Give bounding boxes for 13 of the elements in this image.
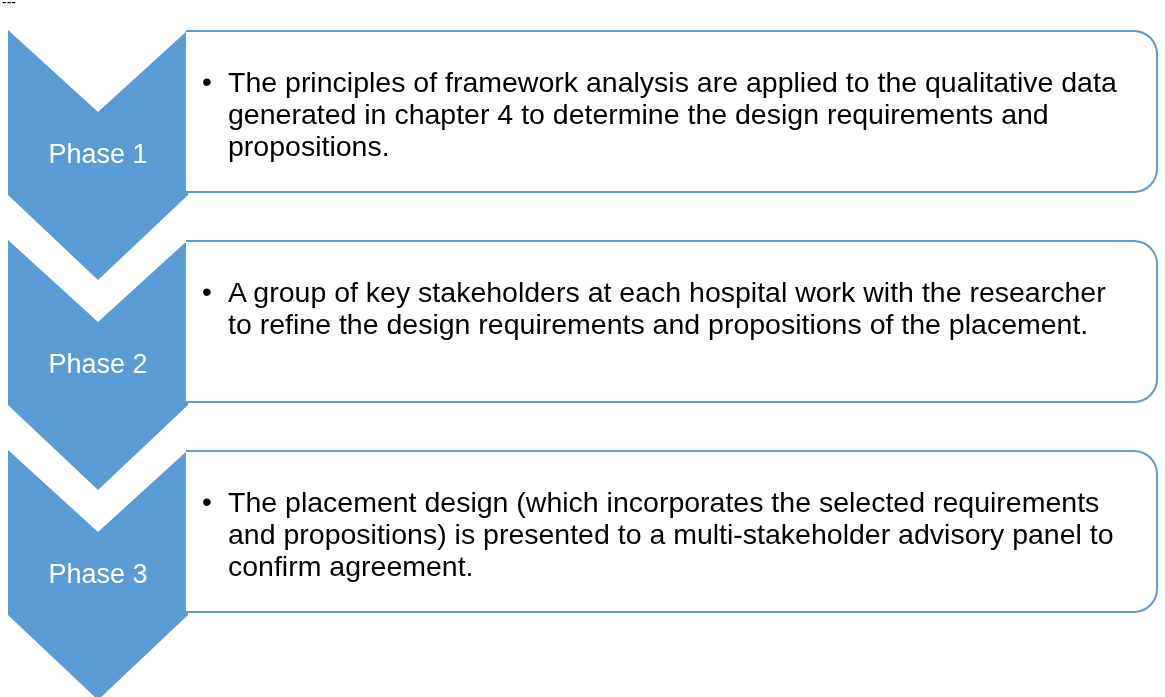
text-box bbox=[186, 240, 1158, 403]
bullet-text: The principles of framework analysis are applied to the qualitative data generated in chapter 4 to determine the design requirements and propositions. bbox=[228, 66, 1118, 162]
bullet-marker: • bbox=[202, 276, 212, 308]
text-box bbox=[186, 30, 1158, 193]
phase-label: Phase 2 bbox=[47, 348, 149, 380]
bullet-text: The placement design (which incorporates the selected requirements and propositions) is presented to a multi-stakeholder advisory panel to confirm agreement. bbox=[228, 486, 1115, 582]
note-text: --- bbox=[2, 0, 16, 10]
phase-label: Phase 3 bbox=[47, 558, 149, 590]
text-box bbox=[186, 450, 1158, 613]
phase-label: Phase 1 bbox=[47, 138, 149, 170]
bullet-text: A group of key stakeholders at each hospital work with the researcher to refine the design requirements and propositions of the placement. bbox=[228, 276, 1107, 340]
bullet-marker: • bbox=[202, 66, 212, 98]
bullet-marker: • bbox=[202, 486, 212, 518]
